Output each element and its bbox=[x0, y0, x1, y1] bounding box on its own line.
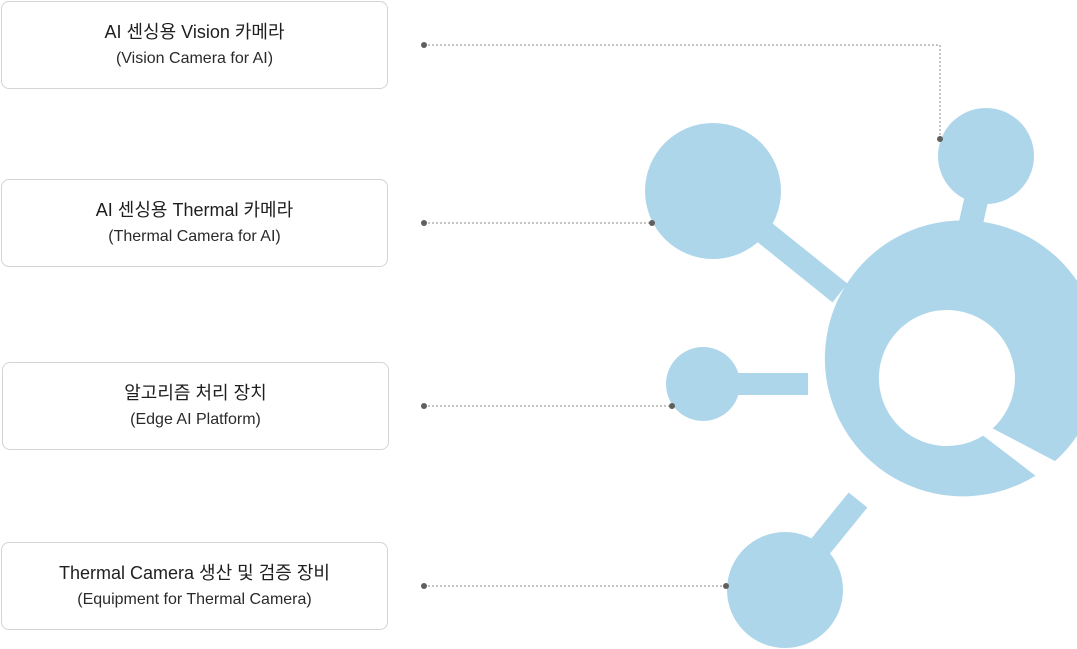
connector-vision bbox=[424, 44, 941, 139]
node-vision-camera bbox=[938, 108, 1034, 204]
card-title: AI 센싱용 Vision 카메라 bbox=[104, 22, 285, 42]
card-subtitle: (Vision Camera for AI) bbox=[115, 50, 274, 67]
connector-dot bbox=[421, 42, 427, 48]
card-title: 알고리즘 처리 장치 bbox=[124, 383, 267, 403]
node-thermal-camera bbox=[645, 123, 781, 259]
hub-ring bbox=[824, 220, 1077, 497]
node-equipment bbox=[727, 532, 843, 648]
card-title: Thermal Camera 생산 및 검증 장비 bbox=[59, 563, 330, 583]
card-subtitle: (Equipment for Thermal Camera) bbox=[77, 591, 312, 608]
card-subtitle: (Edge AI Platform) bbox=[130, 411, 261, 428]
connector-dot bbox=[669, 403, 675, 409]
card-title: AI 센싱용 Thermal 카메라 bbox=[95, 200, 294, 220]
connector-dot bbox=[421, 583, 427, 589]
card-vision-camera: AI 센싱용 Vision 카메라 (Vision Camera for AI) bbox=[1, 1, 388, 89]
connector-dot bbox=[937, 136, 943, 142]
connector-dot bbox=[649, 220, 655, 226]
card-subtitle: (Thermal Camera for AI) bbox=[108, 228, 281, 245]
connector-dot bbox=[723, 583, 729, 589]
card-thermal-camera: AI 센싱용 Thermal 카메라 (Thermal Camera for A… bbox=[1, 179, 388, 267]
connector-dot bbox=[421, 403, 427, 409]
connector-dot bbox=[421, 220, 427, 226]
card-thermal-equipment: Thermal Camera 생산 및 검증 장비 (Equipment for… bbox=[1, 542, 388, 630]
node-edge-platform bbox=[666, 347, 740, 421]
card-edge-ai-platform: 알고리즘 처리 장치 (Edge AI Platform) bbox=[2, 362, 389, 450]
